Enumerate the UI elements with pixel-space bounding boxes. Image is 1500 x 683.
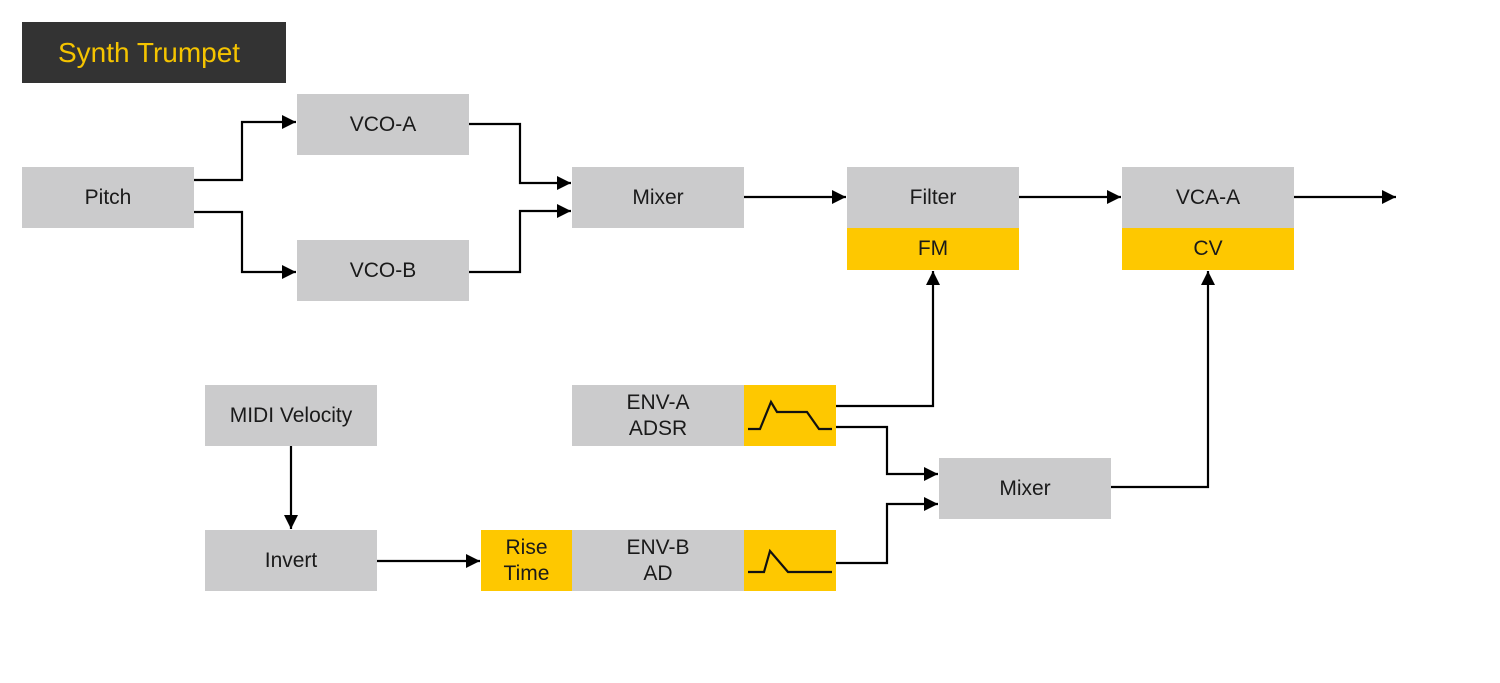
mixer-bottom-block: Mixer xyxy=(939,458,1111,519)
wire-mixer-to-cv xyxy=(1111,271,1215,489)
mixer-top-block: Mixer xyxy=(572,167,744,228)
env-a-label-line1: ENV-A xyxy=(626,390,690,414)
mixer-bottom-label: Mixer xyxy=(999,476,1051,500)
env-a-block: ENV-A ADSR xyxy=(572,385,744,446)
env-b-block: ENV-B AD xyxy=(572,530,744,591)
filter-fm-input: FM xyxy=(847,228,1019,270)
wire-pitch-to-vco-b xyxy=(194,210,296,279)
wire-vco-b-to-mixer xyxy=(469,204,571,274)
vca-a-block: VCA-A xyxy=(1122,167,1294,228)
pitch-block: Pitch xyxy=(22,167,194,228)
wire-vco-a-to-mixer xyxy=(469,122,571,190)
vco-a-label: VCO-A xyxy=(349,112,417,136)
filter-block: Filter xyxy=(847,167,1019,228)
filter-label: Filter xyxy=(909,185,957,209)
invert-block: Invert xyxy=(205,530,377,591)
midi-velocity-label: MIDI Velocity xyxy=(229,403,353,427)
ad-envelope-shape xyxy=(748,548,832,574)
vco-b-label: VCO-B xyxy=(349,258,417,282)
wire-pitch-to-vco-a xyxy=(194,115,296,182)
adsr-envelope-shape xyxy=(748,399,832,431)
rise-time-input: Rise Time xyxy=(481,530,572,591)
filter-fm-label: FM xyxy=(917,237,949,260)
env-b-label-line2: AD xyxy=(643,561,673,585)
env-a-label-line2: ADSR xyxy=(628,416,688,440)
env-b-label-line1: ENV-B xyxy=(626,535,690,559)
vco-a-block: VCO-A xyxy=(297,94,469,155)
invert-label: Invert xyxy=(264,548,318,572)
rise-time-label-line1: Rise xyxy=(505,535,548,559)
vca-cv-input: CV xyxy=(1122,228,1294,270)
mixer-top-label: Mixer xyxy=(632,185,684,209)
wire-env-a-to-mixer xyxy=(836,425,938,481)
vca-cv-label: CV xyxy=(1193,237,1223,260)
wire-env-a-to-fm xyxy=(836,271,940,408)
ad-envelope-icon xyxy=(744,530,836,591)
midi-velocity-block: MIDI Velocity xyxy=(205,385,377,446)
vca-a-label: VCA-A xyxy=(1175,185,1241,209)
wire-env-b-to-mixer xyxy=(836,497,938,565)
rise-time-label-line2: Time xyxy=(503,561,550,585)
vco-b-block: VCO-B xyxy=(297,240,469,301)
adsr-envelope-icon xyxy=(744,385,836,446)
pitch-label: Pitch xyxy=(84,185,132,209)
page-title: Synth Trumpet xyxy=(22,22,286,83)
